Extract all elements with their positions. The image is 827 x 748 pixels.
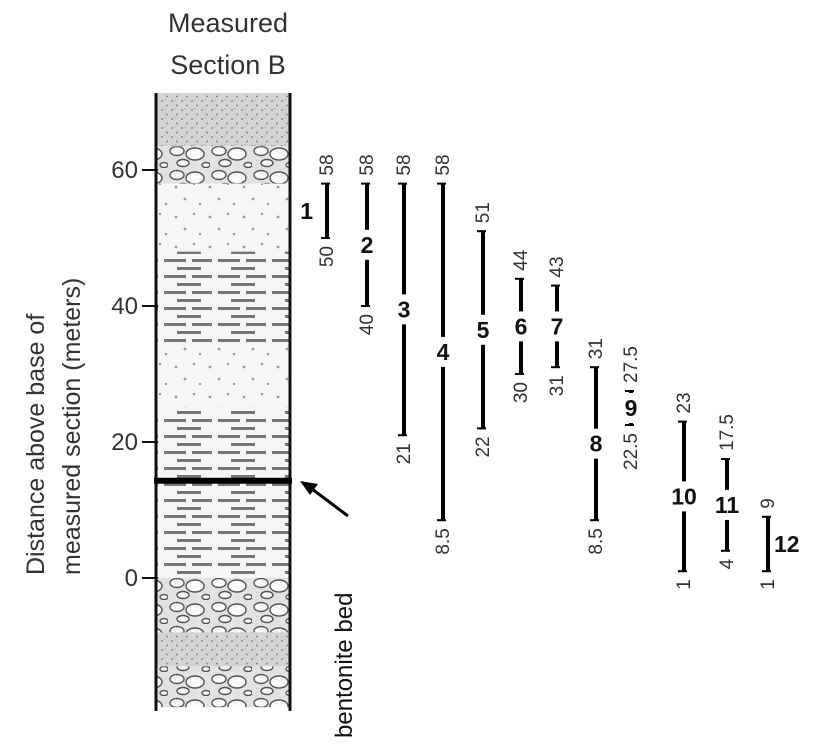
range-id-background	[587, 428, 605, 459]
range-bottom-label: 30	[511, 382, 532, 403]
range-id-label: 9	[625, 395, 638, 421]
range-bar-2: 58 40 2	[357, 154, 378, 335]
range-bottom-label: 31	[547, 375, 568, 396]
range-id-background	[434, 336, 452, 367]
section-title-line-2: Section B	[170, 50, 286, 80]
range-id-label: 2	[361, 232, 374, 258]
bentonite-arrow-icon	[300, 481, 349, 518]
lithology-unit-sandstone	[156, 346, 290, 408]
range-bar-11: 17.5 4 11	[712, 414, 742, 569]
lithology-unit-sandstone	[156, 183, 290, 252]
lithology-unit-shale	[156, 408, 290, 481]
range-bar-7: 43 31 7	[547, 256, 568, 396]
range-top-label: 44	[511, 249, 532, 271]
range-bottom-label: 1	[674, 579, 695, 590]
range-id-background	[395, 294, 413, 325]
range-id-label: 7	[551, 313, 564, 339]
range-id-label: 11	[715, 492, 740, 518]
range-id-background	[474, 314, 492, 345]
lithology-unit-conglomerate	[156, 666, 290, 708]
range-id-background	[548, 311, 566, 342]
range-bottom-label: 22.5	[621, 433, 642, 470]
range-id-background	[669, 481, 699, 512]
lithology-unit-conglomerate	[156, 578, 290, 633]
range-top-label: 23	[674, 392, 695, 413]
range-top-label: 9	[758, 498, 779, 509]
range-bottom-label: 4	[717, 558, 738, 569]
range-id-label: 6	[515, 313, 528, 339]
range-bottom-label: 8.5	[586, 528, 607, 554]
y-axis-ticks: 0 20 40 60	[111, 157, 158, 592]
range-top-label: 58	[357, 154, 378, 175]
range-id-label: 12	[774, 531, 800, 557]
lithology-unit-shale	[156, 480, 290, 578]
range-top-label: 51	[473, 202, 494, 223]
range-bar-3: 58 21 3	[394, 154, 415, 464]
range-top-label: 17.5	[717, 414, 738, 451]
range-id-background	[712, 489, 742, 520]
range-top-label: 58	[433, 154, 454, 175]
y-tick-label: 40	[111, 293, 138, 320]
y-axis-title-line-1: Distance above base of	[22, 314, 50, 575]
range-id-background	[512, 311, 530, 342]
range-id-label: 5	[477, 317, 490, 343]
lithology-unit-stippled	[156, 93, 290, 147]
range-top-label: 43	[547, 256, 568, 277]
lithology-unit-conglomerate	[156, 146, 290, 184]
range-bar-4: 588.54	[433, 154, 454, 554]
range-id-label: 8	[590, 431, 603, 457]
range-top-label: 27.5	[621, 346, 642, 383]
range-id-background	[622, 393, 640, 423]
range-id-label: 3	[398, 296, 411, 322]
lithology-column	[156, 93, 290, 708]
y-tick-label: 60	[111, 157, 138, 184]
y-tick-label: 20	[111, 429, 138, 456]
range-top-label: 58	[394, 154, 415, 175]
y-tick-label: 0	[125, 565, 138, 592]
range-bar-8: 318.58	[586, 338, 607, 555]
range-id-label: 10	[671, 483, 697, 509]
range-bottom-label: 40	[357, 314, 378, 335]
range-id-background	[358, 229, 376, 260]
range-top-label: 31	[586, 338, 607, 359]
section-title-line-1: Measured	[168, 8, 288, 38]
y-axis-title-line-2: measured section (meters)	[58, 278, 86, 575]
range-bottom-label: 8.5	[433, 528, 454, 554]
range-bottom-label: 50	[317, 246, 338, 267]
lithology-unit-stippled	[156, 632, 290, 667]
bentonite-bed-label: bentonite bed	[331, 593, 358, 738]
range-bar-1: 58 50 1	[300, 154, 338, 267]
range-bottom-label: 22	[473, 436, 494, 457]
range-bars: 585015840258213588.54512254430643317318.…	[300, 154, 799, 589]
range-bar-10: 23 1 10	[669, 392, 699, 590]
range-id-label: 1	[300, 198, 313, 224]
range-bar-5: 51 22 5	[473, 202, 494, 457]
lithology-unit-shale	[156, 251, 290, 347]
y-axis-title: Distance above base of measured section …	[22, 278, 86, 575]
range-id-label: 4	[437, 339, 450, 365]
range-bar-9: 27.5 22.5 9	[621, 346, 642, 470]
range-bar-6: 44 30 6	[511, 249, 532, 403]
range-bar-12: 9 1 12	[758, 498, 800, 590]
range-top-label: 58	[317, 154, 338, 175]
range-bottom-label: 21	[394, 443, 415, 464]
range-bottom-label: 1	[758, 579, 779, 590]
